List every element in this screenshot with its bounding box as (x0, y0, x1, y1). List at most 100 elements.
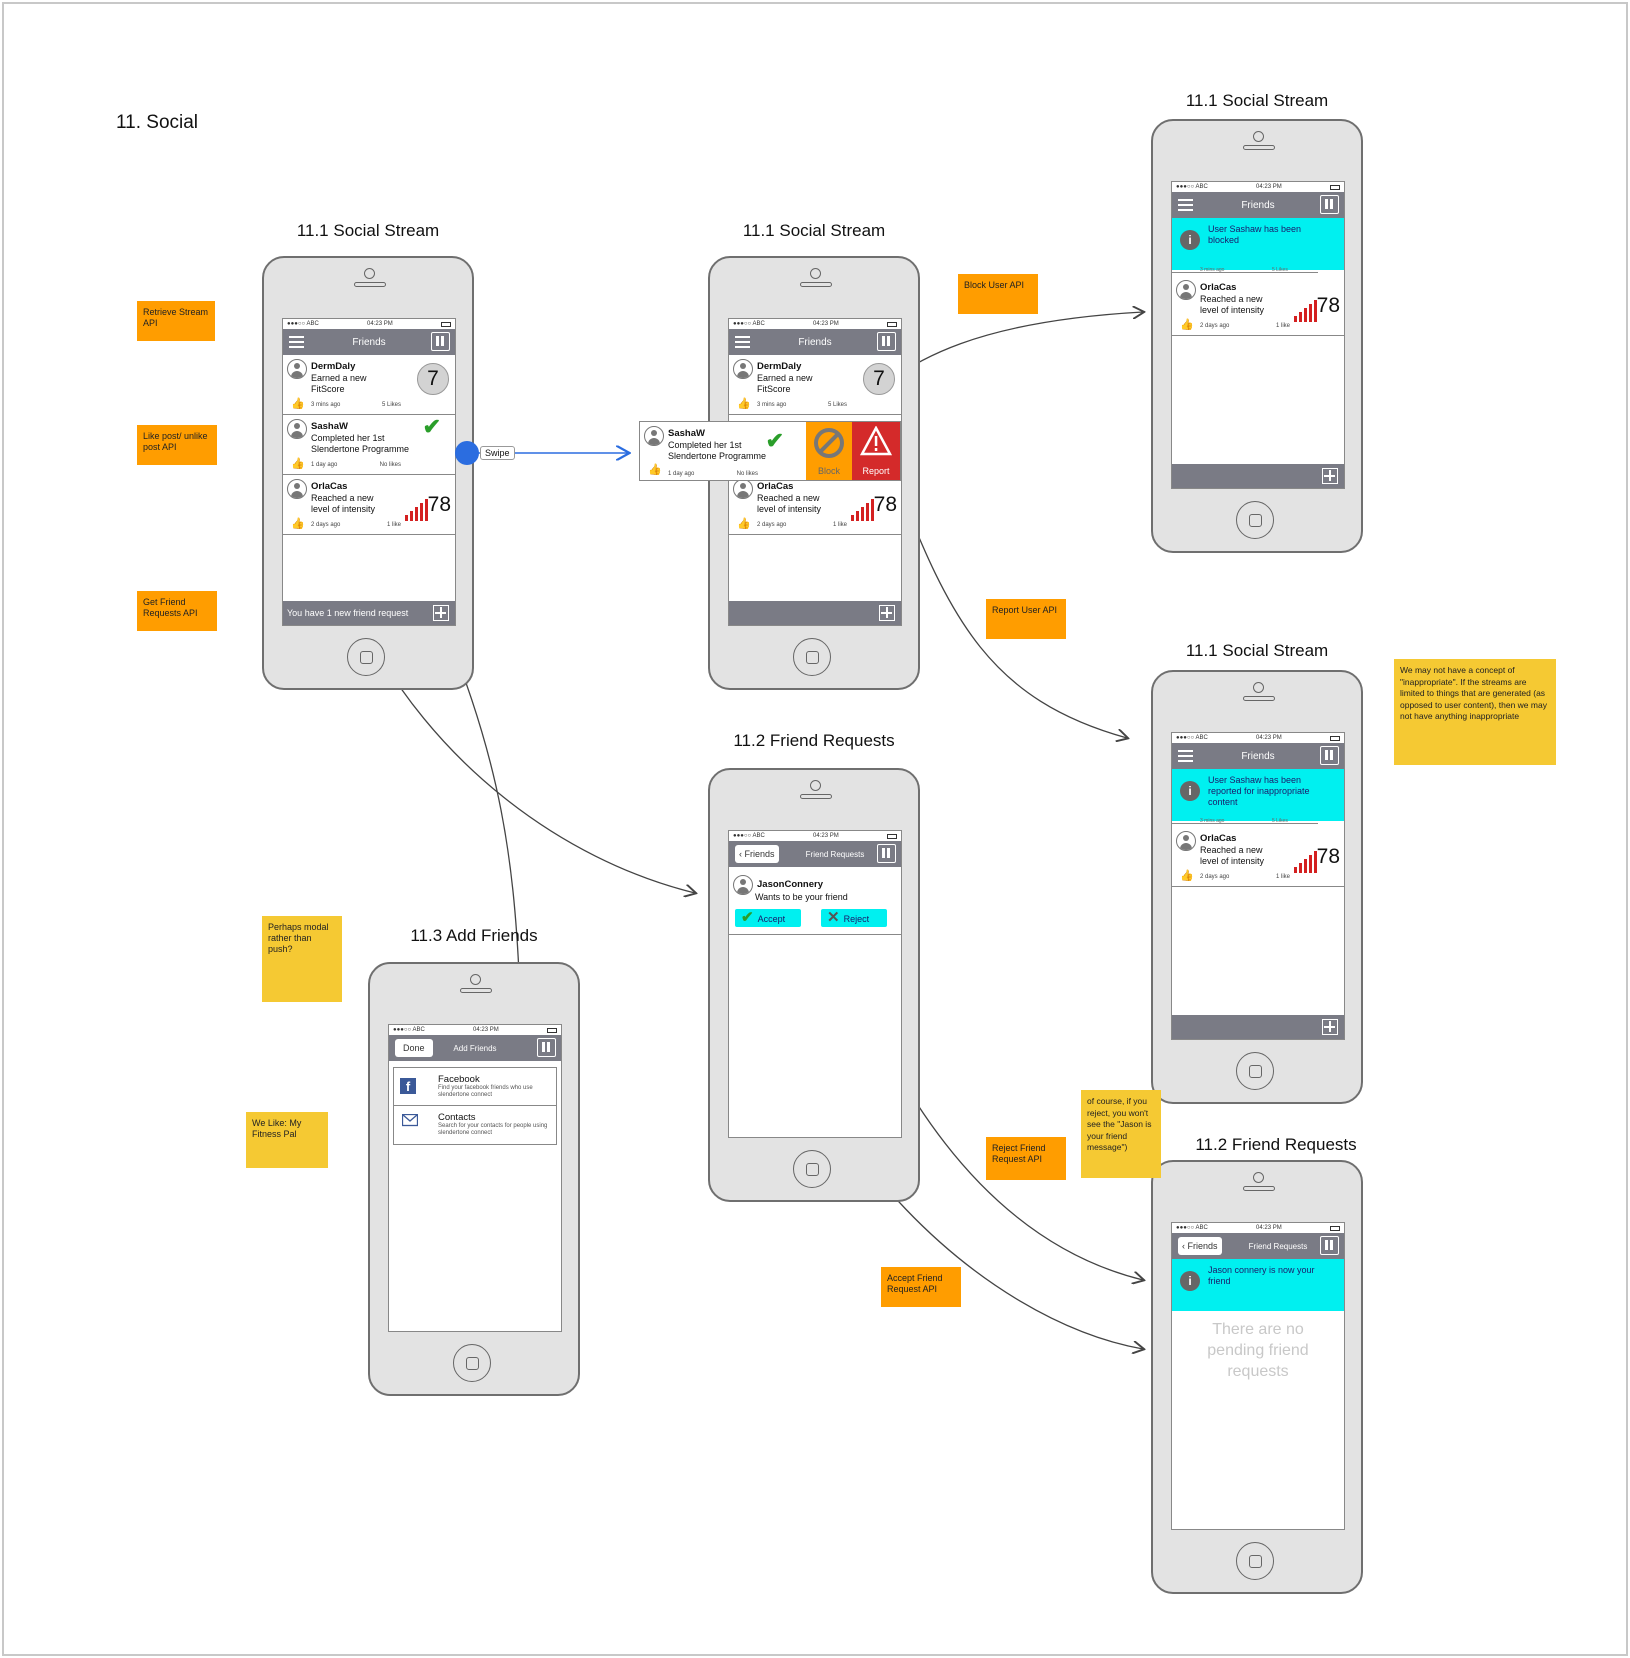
like-icon[interactable]: 👍 (737, 398, 751, 410)
user-name: DermDaly (757, 361, 802, 372)
nav-title: Friends (352, 336, 386, 348)
camera (810, 268, 821, 279)
swiped-feed-item[interactable]: SashaW Completed her 1st Slendertone Pro… (639, 421, 901, 481)
feed-item[interactable]: OrlaCas Reached a new level of intensity… (1172, 276, 1344, 336)
nav-title: Friend Requests (1248, 1241, 1308, 1251)
like-count: 5 Likes (827, 402, 847, 408)
report-button[interactable]: Report (852, 422, 900, 480)
pause-button[interactable] (537, 1038, 556, 1057)
intensity-level: 78 (1316, 845, 1340, 868)
menu-icon[interactable] (1178, 199, 1193, 211)
like-icon[interactable]: 👍 (737, 518, 751, 530)
add-icon[interactable] (879, 605, 895, 621)
screen-title-add-friends: 11.3 Add Friends (410, 926, 538, 945)
like-icon[interactable]: 👍 (1180, 319, 1194, 331)
contacts-item[interactable]: Contacts Search for your contacts for pe… (394, 1106, 556, 1144)
pause-button[interactable] (1320, 746, 1339, 765)
pause-button[interactable] (1320, 1236, 1339, 1255)
block-button[interactable]: Block (806, 422, 852, 480)
avatar (287, 359, 307, 379)
nav-title: Friend Requests (805, 849, 865, 859)
reject-button[interactable]: ✕Reject (821, 909, 887, 927)
note-get-friend-requests: Get Friend Requests API (137, 591, 217, 631)
like-icon[interactable]: 👍 (291, 458, 305, 470)
avatar (287, 479, 307, 499)
feed-item[interactable]: OrlaCas Reached a new level of intensity… (283, 475, 455, 535)
accept-button[interactable]: ✔Accept (735, 909, 801, 927)
menu-icon[interactable] (735, 336, 750, 348)
banner-message: User Sashaw has been blocked (1208, 224, 1302, 245)
back-button[interactable]: ‹ Friends (735, 845, 779, 863)
feed-item[interactable]: OrlaCas Reached a new level of intensity… (1172, 827, 1344, 887)
bottom-bar (1172, 464, 1344, 488)
camera (810, 780, 821, 791)
avatar (644, 426, 664, 446)
info-icon: i (1180, 230, 1200, 250)
facebook-icon: f (400, 1078, 416, 1094)
pause-button[interactable] (1320, 195, 1339, 214)
nav-bar: Friends (729, 329, 901, 355)
user-name: SashaW (668, 428, 705, 439)
like-icon[interactable]: 👍 (1180, 870, 1194, 882)
screen-title-blocked: 11.1 Social Stream (1185, 91, 1329, 110)
note-modal: Perhaps modal rather than push? (262, 916, 342, 1002)
battery-icon (1329, 184, 1340, 190)
empty-state-text: There are no pending friend requests (1207, 1321, 1309, 1380)
clock: 04:23 PM (367, 321, 393, 327)
pause-button[interactable] (877, 844, 896, 863)
like-count: No likes (379, 462, 401, 468)
add-icon[interactable] (1322, 1019, 1338, 1035)
post-time: 3 mins ago (1200, 818, 1225, 824)
battery-icon (886, 833, 897, 839)
home-button (793, 1150, 831, 1188)
battery-icon (546, 1027, 557, 1033)
menu-icon[interactable] (1178, 750, 1193, 762)
intensity-bars-icon (405, 499, 429, 521)
like-icon[interactable]: 👍 (291, 398, 305, 410)
battery-icon (886, 321, 897, 327)
screen-title-reported: 11.1 Social Stream (1185, 641, 1329, 660)
menu-icon[interactable] (289, 336, 304, 348)
done-button[interactable]: Done (395, 1039, 433, 1057)
feed-item[interactable]: OrlaCas Reached a new level of intensity… (729, 475, 901, 535)
add-icon[interactable] (433, 605, 449, 621)
check-icon: ✔ (741, 909, 754, 926)
nav-title: Friends (1241, 750, 1275, 762)
battery-icon (1329, 735, 1340, 741)
user-name: DermDaly (311, 361, 356, 372)
like-icon[interactable]: 👍 (291, 518, 305, 530)
post-time: 1 day ago (311, 462, 338, 468)
clock: 04:23 PM (813, 321, 839, 327)
back-button[interactable]: ‹ Friends (1178, 1237, 1222, 1255)
facebook-item[interactable]: f Facebook Find your facebook friends wh… (394, 1068, 556, 1106)
like-count: 1 like (1275, 323, 1290, 329)
feed-item[interactable]: DermDaly Earned a new FitScore 👍 3 mins … (283, 355, 455, 415)
like-icon[interactable]: 👍 (648, 464, 662, 476)
home-button (1236, 1052, 1274, 1090)
friend-request-bar[interactable]: You have 1 new friend request (283, 601, 455, 625)
post-text: Completed her 1st Slendertone Programme (668, 440, 767, 461)
pause-button[interactable] (431, 332, 450, 351)
feed-item[interactable]: DermDaly Earned a new FitScore 👍 3 mins … (729, 355, 901, 415)
battery-icon (1329, 1225, 1340, 1231)
pause-button[interactable] (877, 332, 896, 351)
add-icon[interactable] (1322, 468, 1338, 484)
nav-bar: Done Add Friends (389, 1035, 561, 1061)
feed-item[interactable]: SashaW Completed her 1st Slendertone Pro… (283, 415, 455, 475)
user-name: JasonConnery (757, 879, 823, 890)
carrier: ●●●○○ ABC (1176, 1225, 1208, 1231)
speaker (800, 282, 832, 287)
clock: 04:23 PM (473, 1027, 499, 1033)
post-meta: 1 day ago No likes (311, 460, 401, 471)
post-text: Earned a new FitScore (311, 373, 367, 394)
clock: 04:23 PM (1256, 184, 1282, 190)
